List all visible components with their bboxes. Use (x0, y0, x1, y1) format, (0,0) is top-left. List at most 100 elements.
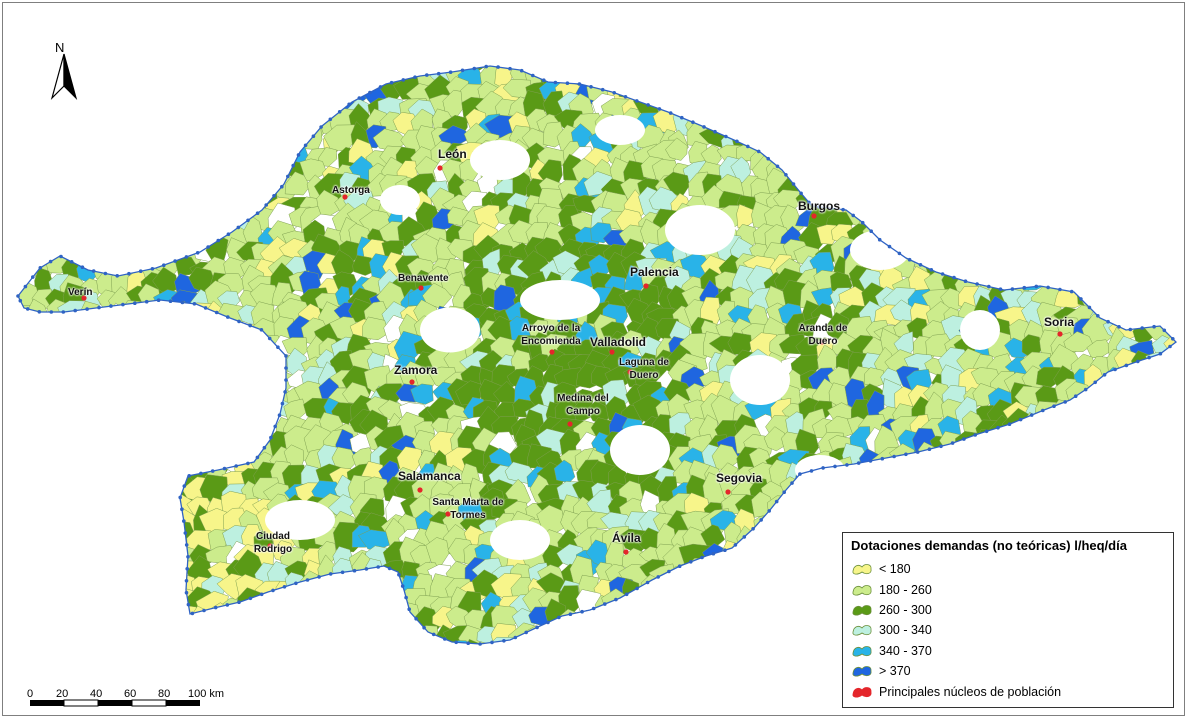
boundary-dot (614, 597, 618, 602)
municipality-polygon (635, 66, 664, 91)
municipality-polygon (172, 196, 206, 218)
municipality-polygon (770, 66, 791, 95)
boundary-dot (80, 265, 85, 270)
municipality-polygon (784, 140, 809, 162)
municipality-polygon (976, 428, 995, 455)
municipality-polygon (838, 480, 872, 506)
boundary-dot (1096, 314, 1100, 318)
municipality-polygon (861, 185, 884, 215)
municipality-polygon (18, 125, 37, 150)
boundary-dot (735, 139, 739, 144)
municipality-polygon (217, 76, 247, 104)
municipality-polygon (1141, 273, 1176, 296)
municipality-polygon (69, 370, 103, 392)
boundary-dot (248, 323, 252, 328)
municipality-polygon (937, 126, 967, 146)
municipality-polygon (1164, 74, 1176, 105)
boundary-dot (612, 91, 616, 95)
municipality-polygon (701, 609, 735, 639)
municipality-polygon (121, 341, 152, 362)
boundary-dot (460, 68, 465, 73)
boundary-dot (214, 310, 219, 315)
municipality-polygon (1097, 109, 1124, 140)
boundary-dot (259, 592, 264, 597)
municipality-polygon (1167, 302, 1176, 334)
municipality-polygon (1035, 66, 1064, 81)
municipality-polygon (18, 321, 40, 350)
municipality-polygon (1024, 138, 1049, 166)
municipality-polygon (125, 66, 151, 69)
municipality-polygon (80, 511, 107, 541)
municipality-polygon (1146, 494, 1173, 522)
municipality-polygon (18, 252, 27, 284)
municipality-polygon (575, 636, 595, 644)
municipality-polygon (213, 175, 245, 202)
municipality-polygon (29, 333, 64, 366)
municipality-polygon (1131, 449, 1160, 480)
municipality-polygon (619, 637, 642, 644)
municipality-polygon (18, 286, 19, 310)
population-nucleus-marker (549, 349, 555, 355)
boundary-dot (407, 607, 412, 611)
boundary-dot (962, 437, 966, 441)
boundary-dot (202, 608, 206, 613)
municipality-polygon (670, 82, 692, 102)
municipality-polygon (1086, 386, 1108, 407)
population-nucleus-marker (417, 487, 423, 493)
boundary-dot (502, 639, 506, 643)
municipality-polygon (1144, 208, 1174, 238)
population-nucleus-marker (811, 213, 817, 219)
municipality-polygon (18, 303, 24, 326)
municipality-polygon (1093, 274, 1124, 300)
municipality-polygon (1097, 66, 1133, 83)
municipality-polygon (681, 79, 713, 113)
municipality-polygon (846, 94, 871, 119)
boundary-dot (226, 232, 231, 236)
boundary-dot (210, 469, 215, 473)
municipality-polygon (581, 66, 617, 74)
municipality-polygon (176, 66, 196, 74)
municipality-polygon (748, 606, 771, 639)
municipality-polygon (878, 213, 902, 234)
municipality-polygon (18, 560, 41, 587)
municipality-polygon (919, 160, 949, 189)
municipality-polygon (893, 460, 921, 493)
boundary-dot (1046, 285, 1050, 290)
boundary-dot (213, 605, 218, 610)
municipality-polygon (765, 637, 796, 644)
municipality-polygon (43, 206, 77, 236)
municipality-polygon (88, 323, 116, 347)
municipality-polygon (270, 125, 299, 151)
municipality-polygon (753, 514, 779, 538)
municipality-polygon (353, 573, 383, 599)
municipality-polygon (143, 463, 166, 488)
municipality-polygon (366, 592, 393, 622)
municipality-polygon (779, 126, 808, 157)
municipality-polygon (1116, 110, 1146, 133)
municipality-polygon (617, 607, 649, 641)
municipality-polygon (786, 632, 808, 644)
municipality-polygon (732, 559, 756, 586)
boundary-dot (376, 565, 381, 569)
municipality-polygon (799, 499, 829, 520)
municipality-polygon (1084, 460, 1114, 490)
municipality-polygon (28, 591, 53, 615)
municipality-polygon (1071, 95, 1093, 119)
municipality-polygon (1096, 483, 1128, 503)
municipality-polygon (187, 350, 211, 381)
municipality-polygon (1088, 123, 1114, 157)
municipality-polygon (889, 125, 923, 153)
boundary-dot (700, 555, 704, 560)
municipality-polygon (161, 80, 187, 104)
municipality-polygon (217, 347, 245, 380)
municipality-polygon (134, 481, 168, 509)
legend-title: Dotaciones demandas (no teóricas) l/heq/… (851, 538, 1127, 553)
municipality-polygon (1055, 141, 1079, 175)
municipality-polygon (71, 603, 101, 638)
municipality-polygon (640, 584, 663, 616)
boundary-dot (508, 66, 512, 71)
municipality-polygon (831, 98, 859, 120)
municipality-polygon (140, 334, 167, 362)
municipality-polygon (1065, 454, 1095, 488)
municipality-polygon (234, 639, 262, 644)
